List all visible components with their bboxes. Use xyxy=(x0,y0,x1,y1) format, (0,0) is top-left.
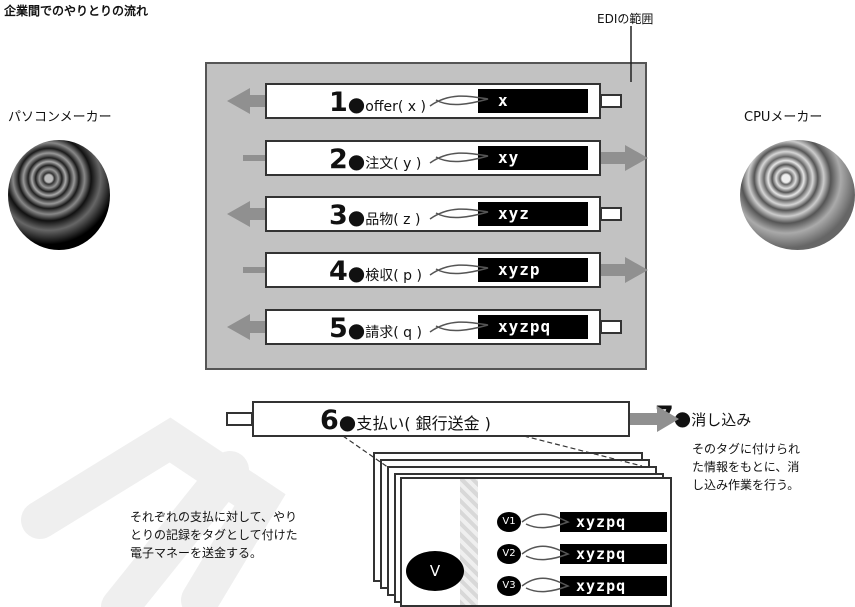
description-line: 電子マネーを送金する。 xyxy=(130,546,263,560)
step-number: 2 xyxy=(329,144,348,175)
step-number: 1 xyxy=(329,87,348,118)
step-dot-icon: ● xyxy=(347,205,366,229)
v1-tag-code: xyzpq xyxy=(560,512,667,532)
step-label: 品物( z ) xyxy=(365,212,421,228)
tag-code: x xyxy=(478,89,588,113)
diagram-title: 企業間でのやりとりの流れ xyxy=(4,4,149,18)
tag-code: xyz xyxy=(478,202,588,226)
step-label: 注文( y ) xyxy=(365,156,422,172)
v3-tag-code: xyzpq xyxy=(560,576,667,596)
step-label: 支払い( 銀行送金 ) xyxy=(356,414,491,433)
exchange-row-goods: 3●品物( z ) xyz xyxy=(265,196,601,232)
exchange-row-offer: 1●offer( x ) x xyxy=(265,83,601,119)
company-left-label: パソコンメーカー xyxy=(8,110,112,125)
step-dot-icon: ● xyxy=(338,410,357,434)
reconciliation-description: そのタグに付けられ た情報をもとに、消 し込み作業を行う。 xyxy=(692,440,855,494)
step-label: 請求( q ) xyxy=(365,325,422,341)
payment-row: 6●支払い( 銀行送金 ) xyxy=(252,401,630,437)
step-number: 4 xyxy=(329,256,348,287)
e-money-v-icon: V xyxy=(406,551,464,591)
tag-code: xyzpq xyxy=(478,315,588,339)
description-line: そのタグに付けられ xyxy=(692,442,801,456)
description-line: それぞれの支払に対して、やり xyxy=(130,510,298,524)
e-money-description: それぞれの支払に対して、やり とりの記録をタグとして付けた 電子マネーを送金する… xyxy=(130,508,370,562)
step-label: offer( x ) xyxy=(365,99,426,115)
cpu-maker-sphere-icon xyxy=(740,140,855,250)
step-number: 5 xyxy=(329,313,348,344)
step-dot-icon: ● xyxy=(347,318,366,342)
step-dot-icon: ● xyxy=(347,92,366,116)
v3-tag-icon: V3 xyxy=(497,576,521,596)
step-number: 6 xyxy=(320,405,339,436)
description-line: た情報をもとに、消 xyxy=(692,460,800,474)
pc-maker-sphere-icon xyxy=(8,140,110,250)
edi-scope-label: EDIの範囲 xyxy=(597,12,654,26)
step-label: 消し込み xyxy=(691,411,752,429)
description-line: し込み作業を行う。 xyxy=(692,478,800,492)
step-number: 3 xyxy=(329,200,348,231)
step-number: 7 xyxy=(655,401,674,432)
description-line: とりの記録をタグとして付けた xyxy=(130,528,298,542)
step-dot-icon: ● xyxy=(347,261,366,285)
exchange-row-invoice: 5●請求( q ) xyzpq xyxy=(265,309,601,345)
step-label: 検収( p ) xyxy=(365,268,422,284)
tag-code: xyzp xyxy=(478,258,588,282)
v1-tag-icon: V1 xyxy=(497,512,521,532)
tag-code: xy xyxy=(478,146,588,170)
step-dot-icon: ● xyxy=(347,149,366,173)
exchange-row-order: 2●注文( y ) xy xyxy=(265,140,601,176)
v2-tag-icon: V2 xyxy=(497,544,521,564)
v2-tag-code: xyzpq xyxy=(560,544,667,564)
reconciliation-step: 7●消し込み xyxy=(655,402,751,432)
company-right-label: CPUメーカー xyxy=(744,110,823,125)
step-dot-icon: ● xyxy=(673,406,692,430)
exchange-row-inspection: 4●検収( p ) xyzp xyxy=(265,252,601,288)
